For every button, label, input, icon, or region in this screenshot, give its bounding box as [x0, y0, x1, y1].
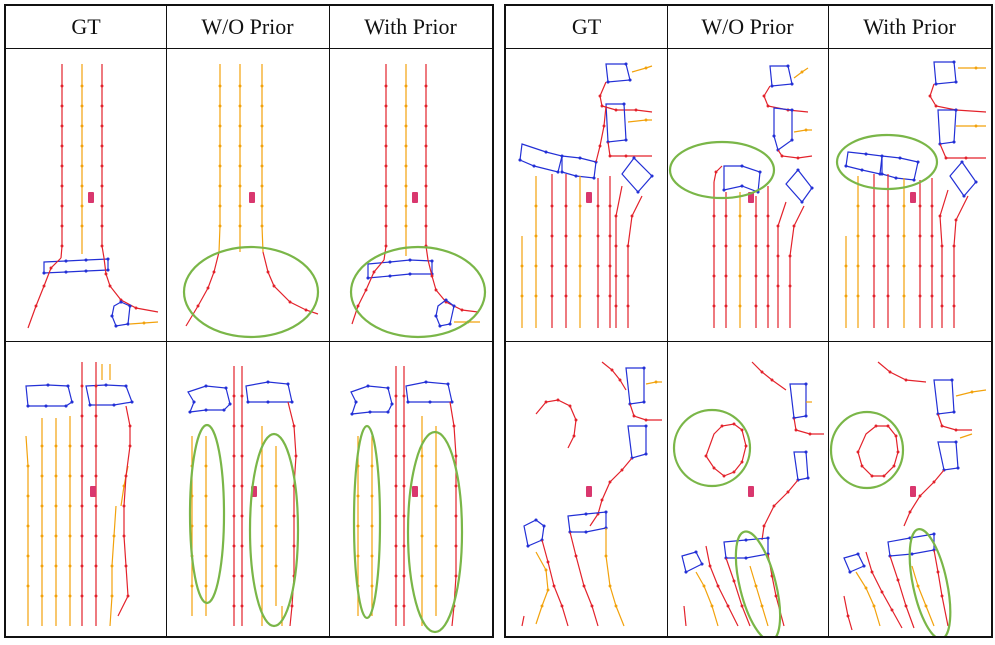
- highlight-ellipse: [672, 408, 752, 488]
- row-divider: [506, 341, 991, 342]
- comparison-panel-right: GT W/O Prior With Prior .r2{fill:none;st…: [504, 4, 993, 638]
- map-top-left-gt: [27, 64, 159, 328]
- column-divider: [667, 6, 668, 636]
- column-divider: [828, 6, 829, 636]
- header-gt: GT: [571, 14, 602, 39]
- map-bottom-right-wo-prior: [672, 361, 824, 636]
- map-bottom-left-wo-prior: [187, 366, 300, 628]
- header-wo-prior: W/O Prior: [201, 14, 294, 39]
- header-with-prior: With Prior: [863, 14, 956, 39]
- highlight-ellipse: [908, 528, 952, 636]
- map-drawings-left: .r{fill:none;stroke:#e3222b;stroke-width…: [25, 64, 487, 634]
- map-bottom-left-gt: [25, 362, 132, 627]
- highlight-ellipse: [188, 423, 226, 605]
- header-rule: [506, 48, 991, 49]
- column-divider: [166, 6, 167, 636]
- map-top-left-with-prior: [349, 64, 487, 339]
- highlight-ellipse: [248, 432, 300, 628]
- highlight-ellipse: [352, 424, 382, 620]
- highlight-ellipse: [349, 245, 487, 339]
- map-top-right-with-prior: [835, 62, 987, 328]
- header-with-prior: With Prior: [364, 14, 457, 39]
- header-rule: [6, 48, 492, 49]
- highlight-ellipse: [734, 530, 782, 636]
- highlight-ellipse: [829, 410, 905, 490]
- map-bottom-left-with-prior: [351, 366, 464, 634]
- highlight-ellipse: [406, 430, 464, 634]
- map-bottom-right-gt: [521, 361, 662, 627]
- map-top-right-gt: [520, 64, 652, 328]
- map-top-right-wo-prior: [668, 66, 812, 328]
- map-bottom-right-with-prior: [829, 361, 987, 636]
- map-top-left-wo-prior: [182, 64, 320, 339]
- highlight-ellipse: [182, 245, 320, 339]
- column-divider: [329, 6, 330, 636]
- header-gt: GT: [71, 14, 101, 39]
- highlight-ellipse: [668, 140, 776, 200]
- map-drawings-right: .r2{fill:none;stroke:#e3222b;stroke-widt…: [506, 6, 987, 636]
- row-divider: [6, 341, 492, 342]
- highlight-ellipse: [835, 133, 939, 191]
- header-wo-prior: W/O Prior: [701, 14, 794, 39]
- comparison-panel-left: GT W/O Prior With Prior .r{fill:none;str…: [4, 4, 494, 638]
